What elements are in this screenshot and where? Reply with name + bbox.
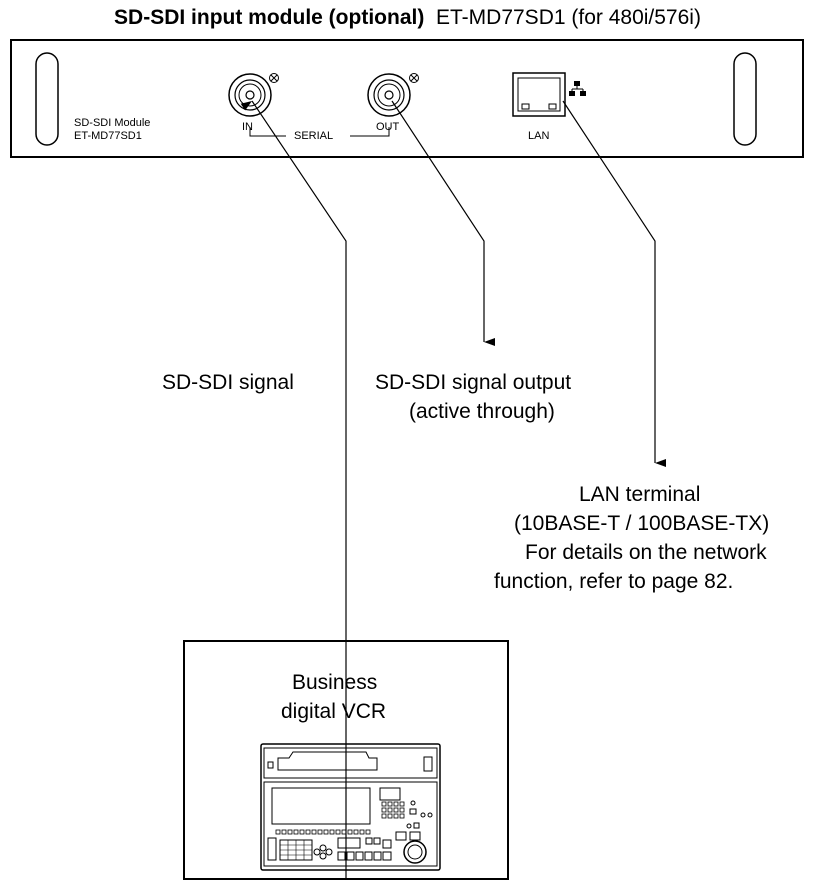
sdi-output-label-line2: (active through) bbox=[409, 400, 555, 423]
in-label: IN bbox=[242, 121, 253, 133]
device-label-line2: digital VCR bbox=[281, 700, 387, 723]
lan-terminal-label-line1: LAN terminal bbox=[579, 483, 701, 506]
lan-terminal-label-line3: For details on the network bbox=[525, 541, 767, 564]
sdi-signal-label: SD-SDI signal bbox=[162, 371, 294, 394]
sdi-out-connector bbox=[367, 73, 419, 117]
lan-port bbox=[512, 72, 566, 117]
lan-panel-label: LAN bbox=[528, 130, 550, 142]
sdi-in-connector bbox=[228, 73, 279, 117]
diagram-title: SD-SDI input module (optional) ET-MD77SD… bbox=[0, 6, 815, 30]
title-model: ET-MD77SD1 (for 480i/576i) bbox=[436, 6, 701, 29]
sdi-in-leader bbox=[240, 100, 347, 879]
lan-terminal-label-line2: (10BASE-T / 100BASE-TX) bbox=[514, 512, 770, 535]
vcr-illustration bbox=[260, 743, 441, 871]
network-icon bbox=[569, 81, 586, 96]
left-handle bbox=[35, 52, 59, 146]
sdi-output-label-line1: SD-SDI signal output bbox=[375, 371, 572, 394]
serial-bracket bbox=[249, 127, 390, 137]
lan-terminal-label-line4: function, refer to page 82. bbox=[494, 570, 734, 593]
module-name-label: SD-SDI Module bbox=[74, 117, 151, 129]
out-label: OUT bbox=[376, 121, 400, 133]
module-model-label: ET-MD77SD1 bbox=[74, 130, 142, 142]
right-handle bbox=[733, 52, 757, 146]
serial-label: SERIAL bbox=[294, 130, 334, 142]
title-bold: SD-SDI input module (optional) bbox=[114, 6, 425, 29]
sdi-out-leader bbox=[391, 100, 495, 346]
lan-leader bbox=[562, 100, 666, 467]
device-label-line1: Business bbox=[292, 671, 378, 694]
device-box bbox=[183, 640, 509, 880]
